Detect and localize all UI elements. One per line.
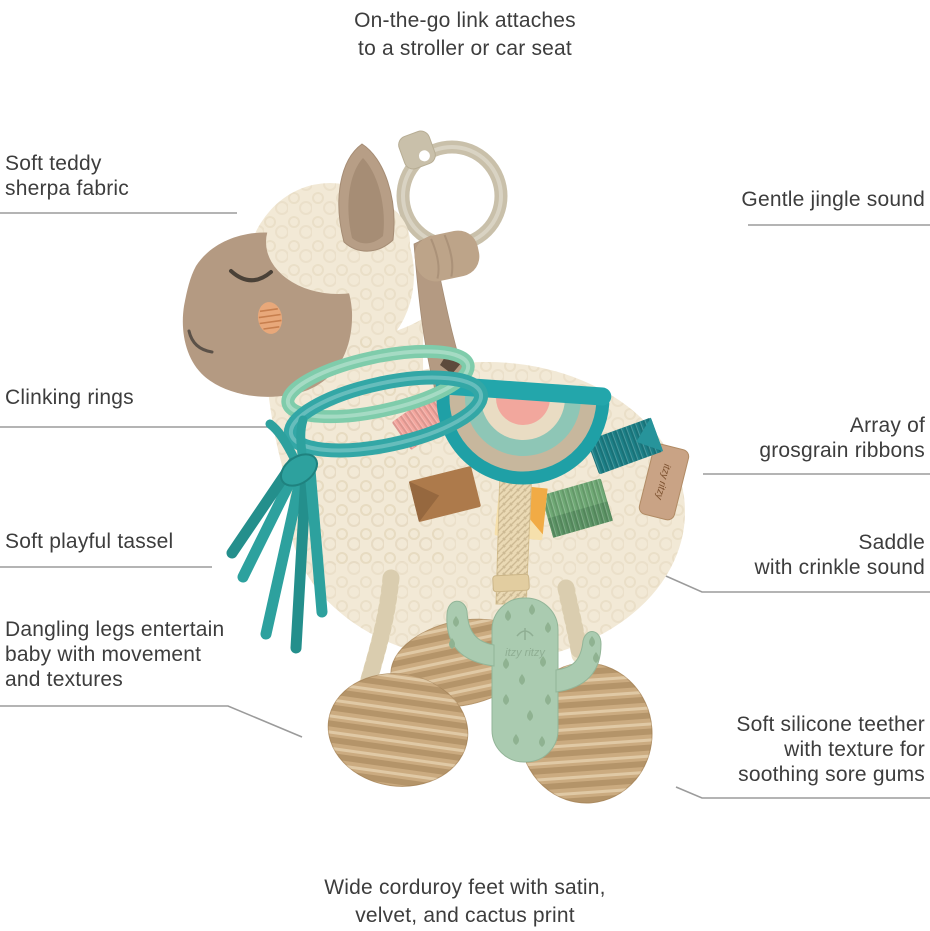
teether-palm-emblem — [516, 628, 534, 640]
teether-logo-text: itzy ritzy — [505, 647, 546, 659]
bottom-caption: Wide corduroy feet with satin, velvet, a… — [324, 876, 606, 927]
callout-sherpa-fabric: Soft teddy sherpa fabric — [5, 152, 129, 200]
clinking-rings — [281, 344, 489, 458]
callout-jingle: Gentle jingle sound — [741, 188, 925, 211]
llama-face — [182, 143, 410, 397]
ribbon-dark-teal — [587, 417, 664, 474]
callout-dangling-legs: Dangling legs entertain baby with moveme… — [5, 618, 225, 691]
cactus-teether: itzy ritzy — [446, 597, 602, 763]
leader-line-teether — [675, 786, 930, 799]
tassel — [226, 415, 328, 654]
brand-tag: itzy ritzy — [638, 443, 690, 521]
callout-teether: Soft silicone teether with texture for s… — [736, 713, 925, 786]
attachment-ring — [396, 130, 508, 252]
callout-saddle: Saddle with crinkle sound — [754, 531, 925, 579]
foot-front-left — [327, 673, 469, 787]
callout-tassel: Soft playful tassel — [5, 530, 174, 553]
leader-line-dangling — [0, 705, 303, 738]
saddle-strap — [492, 469, 533, 605]
closed-eye — [229, 269, 273, 283]
cheek-stitch — [257, 302, 283, 334]
leader-line-saddle — [649, 568, 930, 593]
ear — [338, 143, 395, 252]
corduroy-feet — [327, 618, 653, 804]
callout-grosgrain-ribbons: Array of grosgrain ribbons — [759, 414, 925, 462]
top-caption: On-the-go link attaches to a stroller or… — [354, 9, 576, 60]
callout-clinking-rings: Clinking rings — [5, 386, 134, 409]
mouth — [187, 329, 214, 354]
grosgrain-ribbons — [392, 388, 664, 541]
ribbon-green — [541, 478, 613, 538]
ribbon-brown — [408, 466, 481, 523]
